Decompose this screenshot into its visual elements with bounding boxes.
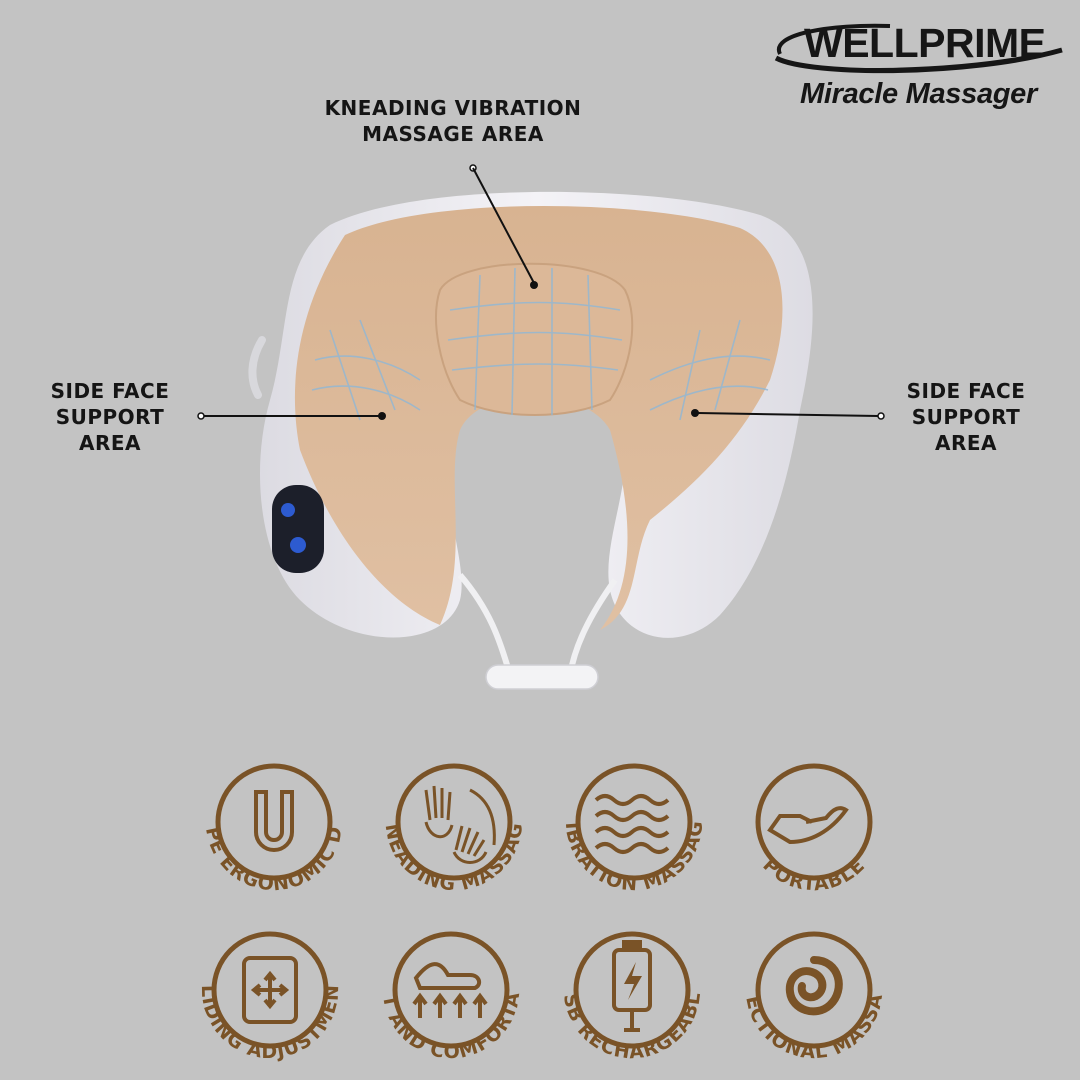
battery-icon: [612, 940, 652, 1032]
callout-line: SUPPORT: [911, 405, 1021, 429]
waves-icon: [594, 794, 670, 854]
massage-grid: [311, 267, 771, 421]
callout-line: MASSAGE AREA: [362, 122, 544, 146]
feature-label-soft: SOFT AND COMFORTABLE: [0, 0, 524, 1063]
feature-label-u-shape: U SHAPE ERGONOMIC DESIGN: [0, 0, 347, 895]
callout-line: SUPPORT: [55, 405, 165, 429]
brand-name: WELLPRIME: [804, 20, 1046, 66]
callout-line: AREA: [934, 431, 998, 455]
u-shape-icon: [254, 790, 294, 852]
hands-icon: [424, 785, 496, 864]
callout-side-right: SIDE FACE SUPPORT AREA: [886, 378, 1046, 456]
feature-label-bidirectional: BIDIRECTIONAL MASSAGERS: [0, 0, 886, 1063]
callout-line: SIDE FACE: [906, 379, 1026, 403]
cable-clip: [485, 664, 599, 690]
spiral-icon: [785, 956, 843, 1016]
callout-line: SIDE FACE: [50, 379, 170, 403]
arrows-icon: [242, 956, 298, 1024]
feature-label-vibration: VIBRATION MASSAGE: [0, 0, 706, 895]
feature-label-portable: PORTABLE: [758, 854, 869, 895]
callout-kneading: KNEADING VIBRATION MASSAGE AREA: [318, 95, 588, 147]
brand-subtitle: Miracle Massager: [800, 78, 1037, 110]
feature-label-kneading: KNEADING MASSAGE: [0, 0, 527, 895]
callout-line: KNEADING VIBRATION: [324, 96, 582, 120]
hand-open-icon: [767, 806, 849, 845]
callout-line: AREA: [78, 431, 142, 455]
callout-side-left: SIDE FACE SUPPORT AREA: [30, 378, 190, 456]
swoosh-icon: [774, 23, 1063, 74]
callout-pointers: [197, 164, 885, 420]
brand-logo: WELLPRIME Miracle Massager: [770, 14, 1070, 124]
cushion-icon: [412, 962, 488, 1018]
